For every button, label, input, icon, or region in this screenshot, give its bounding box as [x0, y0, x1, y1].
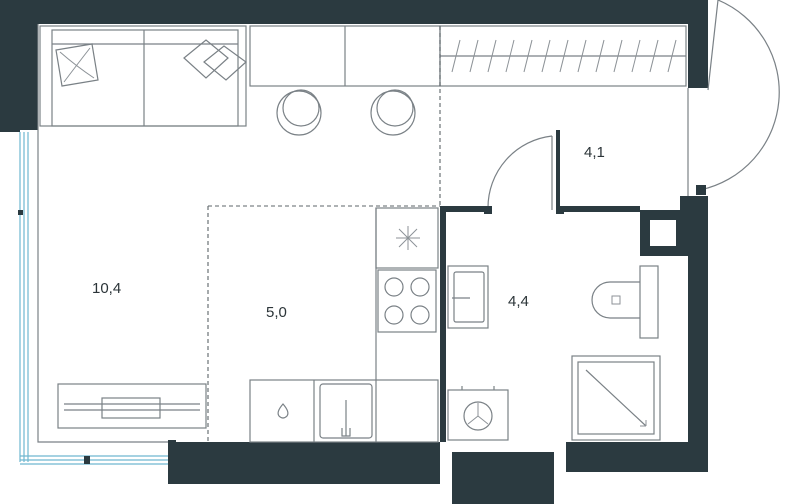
toilet-icon	[591, 265, 659, 339]
stool-left-icon	[276, 89, 322, 136]
sofa	[39, 25, 247, 127]
inner-outline-left	[37, 24, 168, 443]
room-area-hall: 4,1	[584, 144, 605, 161]
hall-jamb	[556, 130, 560, 212]
bathroom-sink-icon	[447, 265, 489, 329]
exterior-wall-top	[0, 0, 708, 130]
room-area-kitchen: 5,0	[266, 304, 287, 321]
window-left	[18, 132, 29, 462]
shower-icon	[571, 355, 661, 441]
ventilation-shaft	[640, 210, 686, 256]
wall-stub	[168, 440, 176, 484]
bathroom-door	[484, 135, 564, 214]
room-area-living: 10,4	[92, 280, 121, 297]
cushion-left-icon	[55, 43, 99, 87]
bathroom-wall-left	[440, 206, 446, 442]
room-area-bathroom: 4,4	[508, 293, 529, 310]
kitchen-counter	[249, 207, 439, 443]
bathroom-wall-top-left	[440, 206, 488, 212]
stove-icon	[377, 269, 437, 333]
hall-closet	[439, 25, 687, 87]
exterior-wall-left	[0, 0, 20, 132]
cushion-right-icon	[183, 39, 247, 81]
kitchen-sink-icon	[319, 383, 373, 439]
bathroom-wall-top-right	[560, 206, 640, 212]
wardrobe	[249, 25, 441, 87]
balcony-door	[696, 0, 780, 195]
water-drop-icon	[277, 403, 289, 419]
tv-stand	[57, 383, 207, 429]
hood-icon	[396, 226, 420, 250]
washing-machine-icon	[447, 386, 509, 441]
stool-right-icon	[370, 89, 416, 136]
window-bottom	[20, 455, 168, 465]
